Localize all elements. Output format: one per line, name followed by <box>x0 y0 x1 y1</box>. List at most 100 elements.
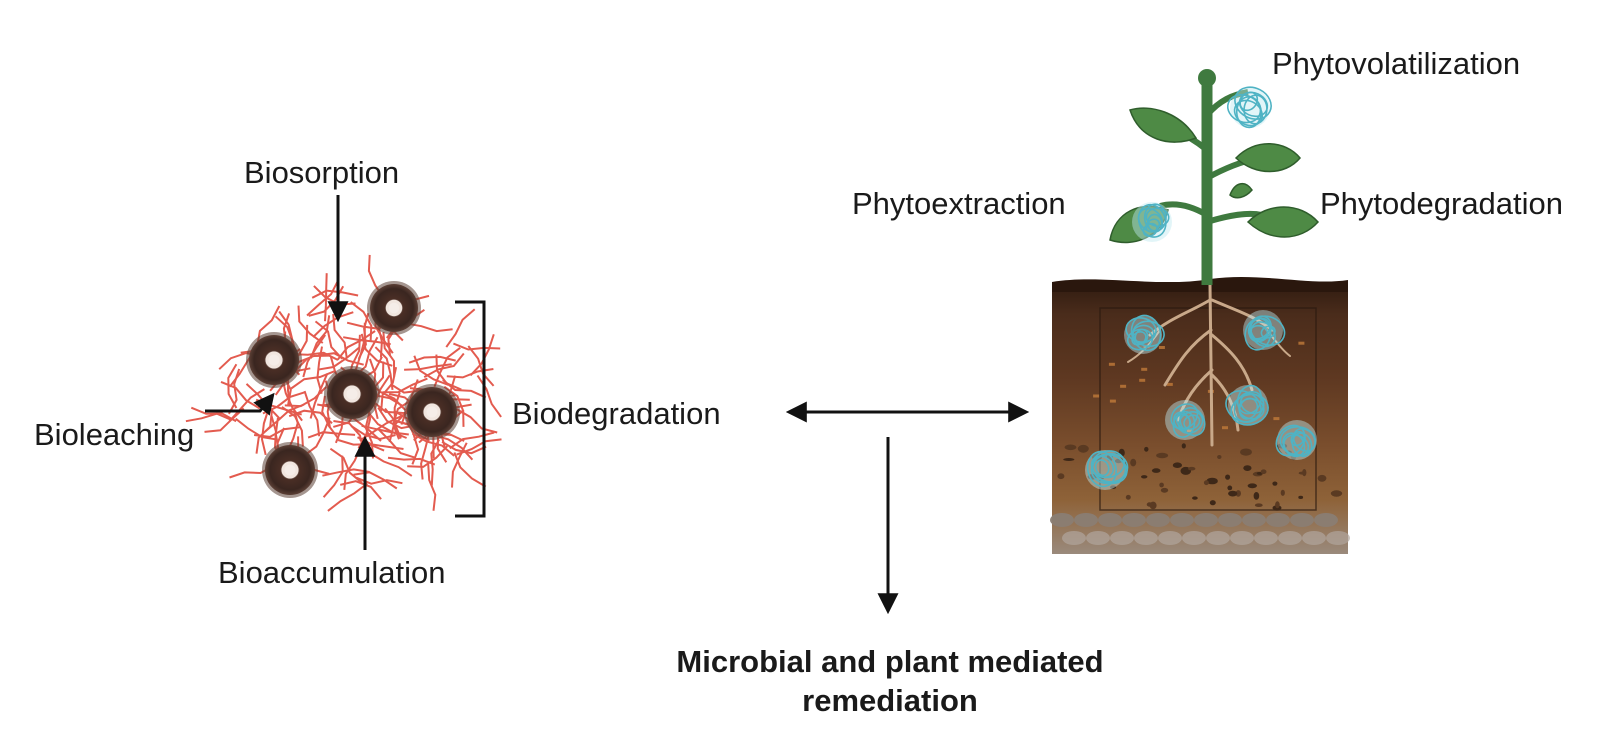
hypha-strand <box>309 315 331 359</box>
hypha-strand <box>303 390 321 437</box>
hypha-strand <box>297 305 324 344</box>
hypha-strand <box>329 447 363 484</box>
hypha-strand <box>336 330 376 361</box>
stone <box>1218 513 1242 527</box>
bioleaching-arrow <box>205 392 275 416</box>
hypha-strand <box>361 424 409 436</box>
pebble <box>1203 480 1209 486</box>
pebble <box>1130 458 1137 467</box>
spore <box>246 332 302 388</box>
pebble <box>1280 489 1285 496</box>
hypha-strand <box>453 452 487 488</box>
hypha-strand <box>327 482 368 512</box>
hypha-strand <box>369 452 413 477</box>
pollutant-particle <box>1225 384 1269 426</box>
hypha-strand <box>318 352 364 366</box>
pebble <box>1275 501 1280 509</box>
soil-fleck <box>1141 367 1148 371</box>
stone <box>1074 513 1098 527</box>
soil-fleck <box>1273 417 1280 421</box>
biodegradation-bracket <box>455 300 486 518</box>
stone <box>1050 513 1074 527</box>
pebble <box>1260 469 1267 475</box>
soil-fleck <box>1222 426 1228 430</box>
hypha-strand <box>476 374 502 418</box>
stone <box>1122 513 1146 527</box>
pebble <box>1141 475 1148 479</box>
stone <box>1062 531 1086 545</box>
soil-fleck <box>1139 378 1146 382</box>
pebble <box>1209 500 1216 506</box>
hypha-strand <box>284 386 327 408</box>
hypha-strand <box>445 308 476 348</box>
label-phytoextraction: Phytoextraction <box>852 186 1066 221</box>
stone <box>1098 513 1122 527</box>
soil-fleck <box>1158 346 1165 349</box>
fungal-spores <box>246 281 460 498</box>
hypha-strand <box>427 463 437 511</box>
stone <box>1278 531 1302 545</box>
label-bioaccumulation: Bioaccumulation <box>218 555 446 590</box>
pebble <box>1064 444 1077 451</box>
stone <box>1290 513 1314 527</box>
pebble <box>1330 490 1343 497</box>
pollutant-particle <box>1085 450 1129 490</box>
hypha-strand <box>227 363 238 409</box>
hypha-strand <box>235 417 278 441</box>
pebble <box>1217 455 1222 459</box>
hypha-strand <box>306 279 340 317</box>
pebble <box>1228 490 1238 497</box>
pollutant-particle <box>1132 202 1172 242</box>
pebble <box>1225 474 1231 480</box>
hypha-strand <box>262 391 306 415</box>
label-biosorption: Biosorption <box>244 155 400 190</box>
pebble <box>1247 483 1258 489</box>
soil-fleck <box>1109 399 1116 403</box>
stone <box>1194 513 1218 527</box>
pebble <box>1156 452 1169 459</box>
soil-fleck <box>1166 382 1173 386</box>
spore <box>262 442 318 498</box>
soil-block <box>1052 276 1348 554</box>
stone <box>1110 531 1134 545</box>
soil-fleck <box>1298 341 1305 345</box>
pebble <box>1272 481 1278 486</box>
hypha-strand <box>314 320 343 360</box>
hypha-strand <box>343 336 391 346</box>
hypha-strand <box>407 445 449 468</box>
pebble <box>1243 465 1252 471</box>
hypha-strand <box>393 392 402 439</box>
pebble <box>1298 495 1304 499</box>
label-phytodegradation: Phytodegradation <box>1320 186 1564 221</box>
pebble <box>1077 444 1089 453</box>
pebble <box>1057 473 1065 480</box>
pebble <box>1144 446 1149 452</box>
pollutant-particle <box>1243 310 1286 351</box>
pebble <box>1172 462 1182 469</box>
result-title-line1: Microbial and plant mediated <box>676 644 1104 679</box>
pebble <box>1188 466 1196 471</box>
result-title: Microbial and plant mediated remediation <box>650 642 1130 720</box>
pebble <box>1063 458 1075 461</box>
stone <box>1170 513 1194 527</box>
spore <box>324 366 380 422</box>
pollutant-particle <box>1275 420 1317 460</box>
hypha-strand <box>453 342 501 351</box>
bedrock-stones <box>1050 513 1350 545</box>
hypha-strand <box>456 438 502 456</box>
hypha-strand <box>185 412 232 423</box>
soil-fleck <box>1120 384 1127 388</box>
hypha-strand <box>435 354 462 391</box>
pollutant-particle <box>1165 400 1206 440</box>
pollutant-particle <box>1226 86 1272 129</box>
hypha-strand <box>288 409 333 425</box>
stone <box>1254 531 1278 545</box>
hypha-strand <box>322 468 370 477</box>
pebble <box>1253 492 1260 500</box>
stone <box>1230 531 1254 545</box>
pebble <box>1254 503 1263 508</box>
hypha-strand <box>307 431 356 439</box>
hypha-strand <box>467 345 495 387</box>
hypha-strand <box>378 428 417 459</box>
